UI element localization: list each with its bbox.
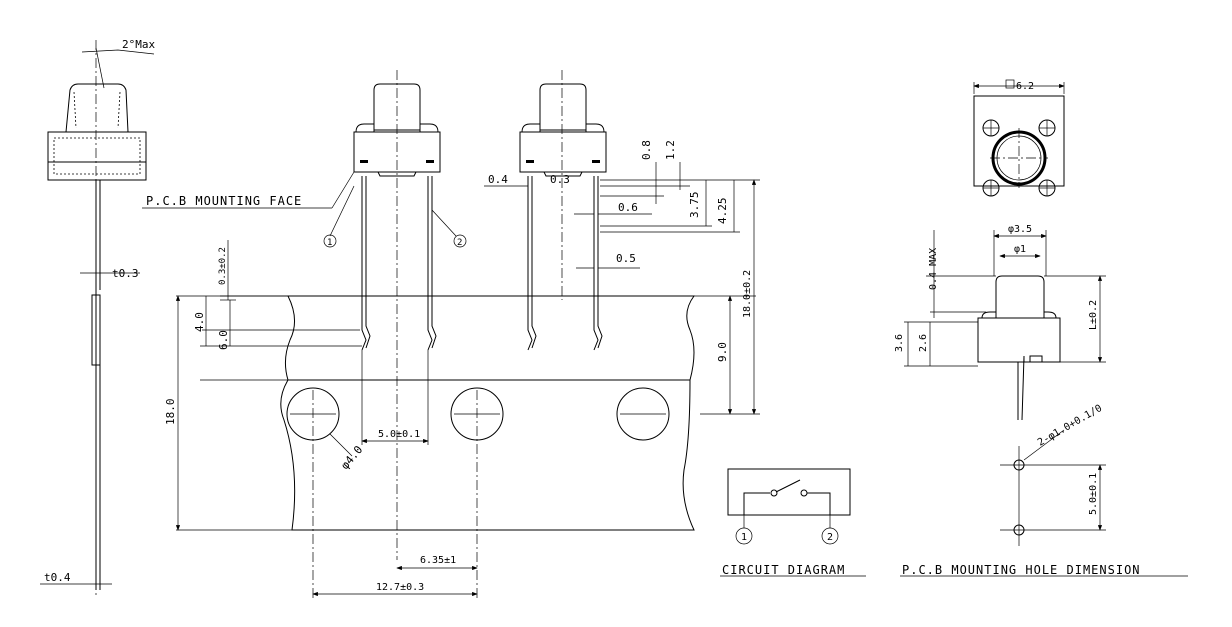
tape-section: φ4.0	[176, 295, 756, 600]
dim-0-5: 0.5	[616, 252, 636, 265]
top-view: 6.2	[973, 79, 1065, 197]
dim-9-0: 9.0	[716, 342, 729, 362]
right-dimensions: 0.4 0.3 0.6 0.5 0.8 1.2 3.75 4.25 18.0±0…	[484, 140, 760, 415]
tape-thickness: t0.4	[44, 571, 71, 584]
dim-l: L±0.2	[1088, 300, 1099, 330]
top-size-label: 6.2	[1016, 81, 1034, 92]
dim-6-35: 6.35±1	[420, 555, 456, 566]
circuit-diagram: 1 2 CIRCUIT DIAGRAM	[720, 468, 866, 577]
dim-12-7: 12.7±0.3	[376, 582, 424, 593]
pin2-label: 2	[457, 238, 462, 248]
dim-18-0-left: 18.0	[164, 399, 177, 426]
dim-2-6: 2.6	[918, 334, 929, 352]
dim-3-6: 3.6	[894, 334, 905, 352]
dim-1-2: 1.2	[664, 140, 677, 160]
circuit-diagram-title: CIRCUIT DIAGRAM	[722, 563, 845, 577]
pcb-hole-view: 2-φ1.0+0.1/0 5.0±0.1 P.C.B MOUNTING HOLE…	[900, 403, 1188, 577]
lead-thickness: t0.3	[112, 267, 139, 280]
right-side-view: φ3.5 φ1 0.4 MAX 3.6 2.6 L±0.2	[894, 224, 1106, 421]
phi3-5: φ3.5	[1008, 224, 1032, 235]
pcb-face-label-group: P.C.B MOUNTING FACE	[142, 171, 355, 209]
dim-18-0-right: 18.0±0.2	[742, 270, 753, 318]
side-view: 2°Max t0.3 t0.4	[40, 38, 155, 595]
dim-6-0: 6.0	[217, 330, 230, 350]
dim-4-25: 4.25	[716, 198, 729, 225]
dim-5-0: 5.0±0.1	[378, 429, 420, 440]
dim-0-6: 0.6	[618, 201, 638, 214]
switch-front-2	[519, 70, 607, 351]
dim-0-3: 0.3	[550, 173, 570, 186]
left-dimensions: 0.3±0.2 4.0 6.0 18.0	[164, 240, 362, 531]
pcb-mounting-hole-title: P.C.B MOUNTING HOLE DIMENSION	[902, 563, 1141, 577]
dim-0-3-tol: 0.3±0.2	[218, 247, 228, 285]
circuit-pin2: 2	[827, 532, 833, 543]
pcb-mounting-face-label: P.C.B MOUNTING FACE	[146, 194, 302, 208]
hole-diameter: 2-φ1.0+0.1/0	[1036, 403, 1104, 449]
dim-0-8: 0.8	[640, 140, 653, 160]
angle-label: 2°Max	[122, 38, 155, 51]
circuit-pin1: 1	[741, 532, 747, 543]
dim-3-75: 3.75	[688, 192, 701, 219]
max-0-4: 0.4 MAX	[928, 248, 939, 290]
pin1-label: 1	[327, 238, 332, 248]
hole-pitch: 5.0±0.1	[1088, 473, 1099, 515]
bottom-dimensions: 5.0±0.1 6.35±1 12.7±0.3	[312, 350, 478, 597]
dim-4-0: 4.0	[193, 312, 206, 332]
phi1: φ1	[1014, 244, 1026, 255]
dim-phi4: φ4.0	[338, 443, 365, 472]
switch-front-1: 1 2	[323, 70, 467, 560]
dim-0-4: 0.4	[488, 173, 508, 186]
